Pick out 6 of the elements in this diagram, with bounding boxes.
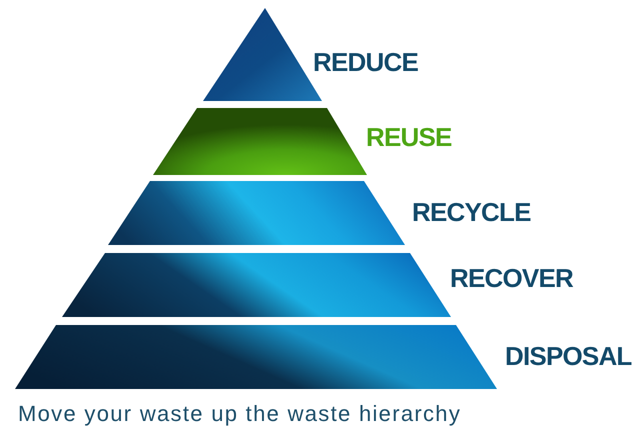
tier-label: REUSE (366, 123, 452, 151)
tier-label: REDUCE (313, 48, 418, 76)
tier-label: DISPOSAL (505, 342, 632, 370)
tier-label: RECOVER (450, 264, 573, 292)
tier-label: RECYCLE (412, 198, 531, 226)
caption: Move your waste up the waste hierarchy (18, 401, 462, 427)
